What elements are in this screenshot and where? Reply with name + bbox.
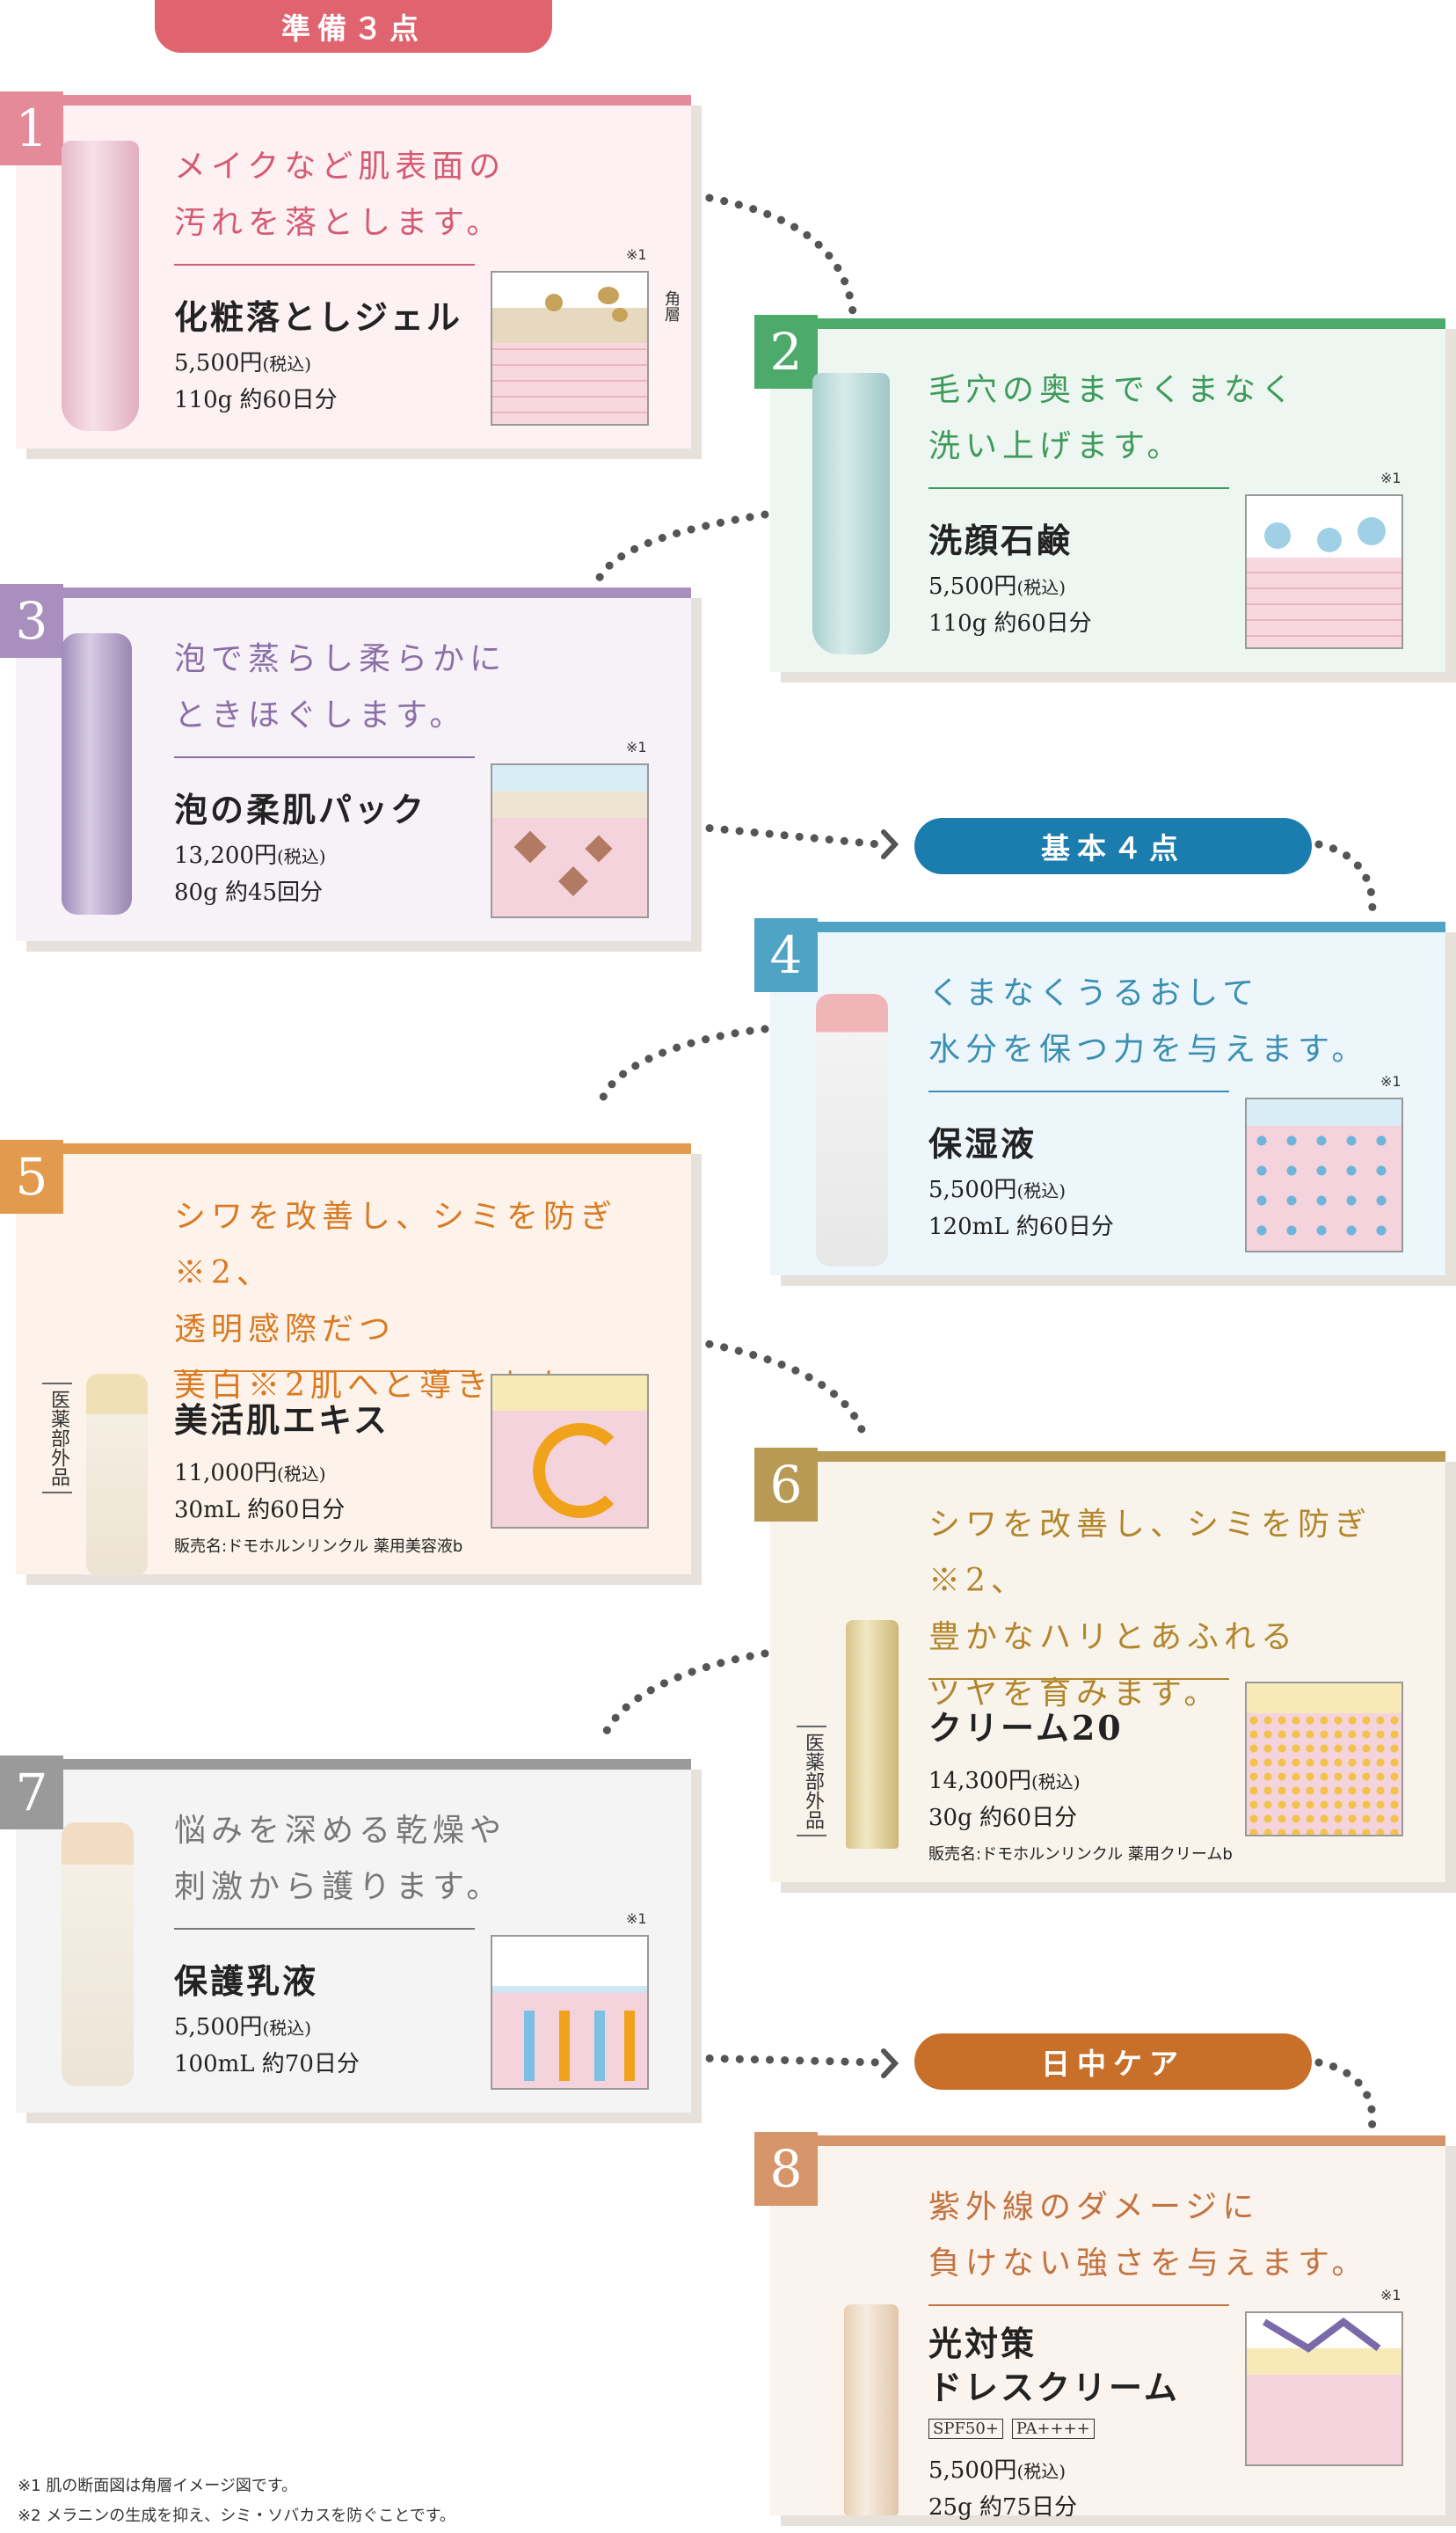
product-price: 14,300円(税込) (928, 1768, 1081, 1794)
skin-diagram-cleansing (491, 271, 649, 426)
footnote-1: ※1 肌の断面図は角層イメージ図です。 (18, 2477, 298, 2495)
divider (174, 264, 475, 266)
skin-diagram-protection (491, 1935, 649, 2090)
step-number: 1 (0, 91, 63, 165)
footnote-marker: ※1 (626, 1910, 647, 1927)
product-image-facial-soap (812, 373, 890, 654)
pa-tag: PA++++ (1011, 2419, 1095, 2439)
product-name: 美活肌エキス (174, 1400, 389, 1440)
product-price: 5,500円(税込) (928, 573, 1067, 600)
product-name: クリーム20 (928, 1708, 1124, 1748)
product-price: 13,200円(税込) (174, 843, 326, 869)
step-headline: くまなくうるおして 水分を保つ力を与えます。 (928, 975, 1369, 1068)
skin-diagram-pores (1245, 494, 1403, 649)
product-size: 25g 約75日分 (928, 2494, 1078, 2521)
divider (174, 1928, 475, 1930)
seller-name: 販売名:ドモホルンリンクル 薬用クリームb (928, 1845, 1233, 1864)
product-name: 保護乳液 (174, 1961, 319, 2001)
divider (174, 756, 475, 758)
step-number: 7 (0, 1756, 63, 1829)
product-image-essence (86, 1374, 148, 1576)
quasi-drug-label: 医薬部外品 (42, 1383, 72, 1493)
skin-diagram-circulation (491, 1374, 649, 1529)
product-name: 保湿液 (928, 1124, 1037, 1164)
divider (928, 1678, 1229, 1680)
step-number: 8 (754, 2132, 818, 2206)
step-card-7[interactable]: 7 悩みを深める乾燥や 刺激から護ります。 保護乳液 5,500円(税込) 10… (0, 1756, 691, 2113)
spf-tags: SPF50+ PA++++ (928, 2419, 1095, 2439)
category-pill-prep: 準備３点 (155, 0, 552, 53)
skin-diagram-cream (1245, 1682, 1403, 1836)
product-name: 光対策 ドレスクリーム (928, 2324, 1180, 2407)
step-headline: 紫外線のダメージに 負けない強さを与えます。 (928, 2189, 1369, 2281)
product-image-milk-lotion (62, 1822, 134, 2086)
product-size: 100mL 約70日分 (174, 2051, 360, 2077)
quasi-drug-label: 医薬部外品 (797, 1726, 826, 1836)
product-size: 30g 約60日分 (928, 1805, 1078, 1831)
step-number: 5 (0, 1140, 63, 1214)
step-card-3[interactable]: 3 泡で蒸らし柔らかに ときほぐします。 泡の柔肌パック 13,200円(税込)… (0, 584, 691, 941)
footnote-marker: ※1 (1380, 470, 1401, 486)
category-pill-day: 日中ケア (914, 2033, 1312, 2090)
step-headline: 泡で蒸らし柔らかに ときほぐします。 (174, 641, 507, 734)
spf-tag: SPF50+ (928, 2419, 1003, 2439)
product-price: 5,500円(税込) (174, 350, 312, 376)
product-price: 5,500円(税込) (174, 2014, 312, 2040)
footnote-2: ※2 メラニンの生成を抑え、シミ・ソバカスを防ぐことです。 (18, 2507, 455, 2525)
footnote-marker: ※1 (626, 739, 647, 756)
footnote-marker: ※1 (626, 246, 647, 263)
step-card-5[interactable]: 5 医薬部外品 シワを改善し、シミを防ぎ※2、 透明感際だつ 美白※2肌へと導き… (0, 1140, 691, 1576)
divider (928, 487, 1229, 489)
step-card-6[interactable]: 6 医薬部外品 シワを改善し、シミを防ぎ※2、 豊かなハリとあふれる ツヤを育み… (754, 1448, 1445, 1882)
step-headline: 悩みを深める乾燥や 刺激から護ります。 (174, 1813, 507, 1905)
product-name: 泡の柔肌パック (174, 790, 427, 829)
step-card-2[interactable]: 2 毛穴の奥までくまなく 洗い上げます。 洗顔石鹸 5,500円(税込) 110… (754, 315, 1445, 672)
product-size: 80g 約45回分 (174, 880, 324, 906)
step-card-4[interactable]: 4 くまなくうるおして 水分を保つ力を与えます。 保湿液 5,500円(税込) … (754, 918, 1445, 1275)
step-headline: 毛穴の奥までくまなく 洗い上げます。 (928, 372, 1299, 464)
product-size: 110g 約60日分 (174, 387, 338, 413)
skin-diagram-uv (1245, 2311, 1403, 2466)
product-image-cream (846, 1620, 899, 1849)
skin-diagram-foam (491, 763, 649, 918)
step-headline: シワを改善し、シミを防ぎ※2、 豊かなハリとあふれる ツヤを育みます。 (928, 1507, 1372, 1712)
footnote-marker: ※1 (1380, 1073, 1401, 1090)
step-card-8[interactable]: 8 紫外線のダメージに 負けない強さを与えます。 光対策 ドレスクリーム SPF… (754, 2132, 1445, 2521)
step-headline: メイクなど肌表面の 汚れを落とします。 (174, 149, 506, 241)
product-price: 5,500円(税込) (928, 1177, 1067, 1203)
divider (928, 2304, 1229, 2306)
step-number: 4 (754, 918, 818, 992)
category-pill-basic: 基本４点 (914, 818, 1312, 874)
kakuso-label: 角層 (662, 290, 681, 322)
product-size: 30mL 約60日分 (174, 1497, 346, 1523)
footnote-marker: ※1 (1380, 2287, 1401, 2303)
product-price: 5,500円(税込) (928, 2457, 1067, 2484)
product-price: 11,000円(税込) (174, 1460, 326, 1486)
step-headline: シワを改善し、シミを防ぎ※2、 透明感際だつ 美白※2肌へと導きます。 (174, 1199, 618, 1404)
product-image-foam-pack (62, 633, 132, 915)
step-number: 6 (754, 1448, 818, 1522)
product-image-moisture-lotion (816, 994, 888, 1266)
product-image-cleansing-gel (62, 141, 139, 431)
product-name: 洗顔石鹸 (928, 521, 1074, 560)
divider (928, 1091, 1229, 1092)
product-image-dress-cream (844, 2304, 899, 2515)
product-size: 110g 約60日分 (928, 610, 1092, 637)
step-number: 3 (0, 584, 63, 658)
product-size: 120mL 約60日分 (928, 1214, 1114, 1240)
product-name: 化粧落としジェル (174, 297, 463, 337)
seller-name: 販売名:ドモホルンリンクル 薬用美容液b (174, 1537, 463, 1556)
step-number: 2 (754, 315, 818, 389)
step-card-1[interactable]: 1 メイクなど肌表面の 汚れを落とします。 化粧落としジェル 5,500円(税込… (0, 91, 691, 449)
skin-diagram-moisture (1245, 1098, 1403, 1252)
divider (174, 1370, 475, 1372)
